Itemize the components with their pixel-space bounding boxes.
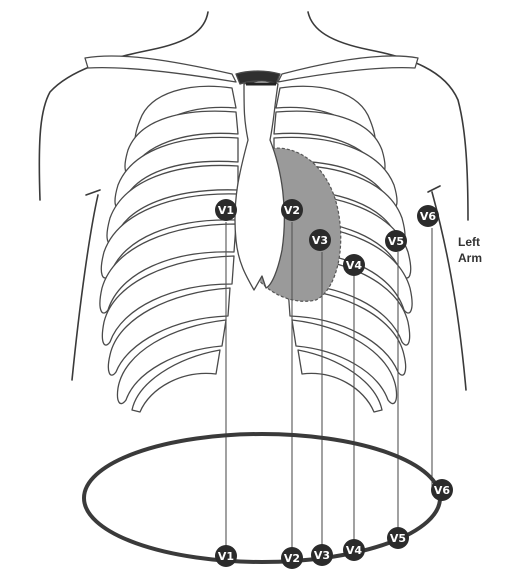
- electrode-v5: V5: [385, 230, 407, 252]
- electrode-v3: V3: [309, 229, 331, 251]
- ring-electrode-v3: V3: [311, 544, 333, 566]
- ring-electrode-v4-label: V4: [346, 544, 363, 557]
- electrode-v2: V2: [281, 199, 303, 221]
- ring-electrode-v1-label: V1: [218, 550, 234, 563]
- electrode-v4: V4: [343, 254, 365, 276]
- ring-electrode-v3-label: V3: [314, 549, 330, 562]
- ring-electrode-v6-label: V6: [434, 484, 451, 497]
- rib-cage-right-side-of-body: [100, 86, 238, 412]
- electrode-v6-label: V6: [420, 210, 437, 223]
- ring-electrode-v1: V1: [215, 545, 237, 567]
- ring-electrode-v2: V2: [281, 547, 303, 569]
- electrode-v1: V1: [215, 199, 237, 221]
- electrode-v4-label: V4: [346, 259, 363, 272]
- electrode-v5-label: V5: [388, 235, 404, 248]
- electrode-v2-label: V2: [284, 204, 300, 217]
- electrode-v3-label: V3: [312, 234, 328, 247]
- electrode-v6: V6: [417, 205, 439, 227]
- ring-electrode-v5-label: V5: [390, 532, 406, 545]
- left-arm-label-line1: Left: [458, 235, 480, 249]
- left-arm-label-line2: Arm: [458, 251, 482, 265]
- electrode-v1-label: V1: [218, 204, 234, 217]
- horizontal-plane-ring: [84, 434, 440, 562]
- ring-electrode-v5: V5: [387, 527, 409, 549]
- clavicles: [85, 56, 418, 84]
- ring-electrode-v2-label: V2: [284, 552, 300, 565]
- ring-electrode-v6: V6: [431, 479, 453, 501]
- ring-electrode-v4: V4: [343, 539, 365, 561]
